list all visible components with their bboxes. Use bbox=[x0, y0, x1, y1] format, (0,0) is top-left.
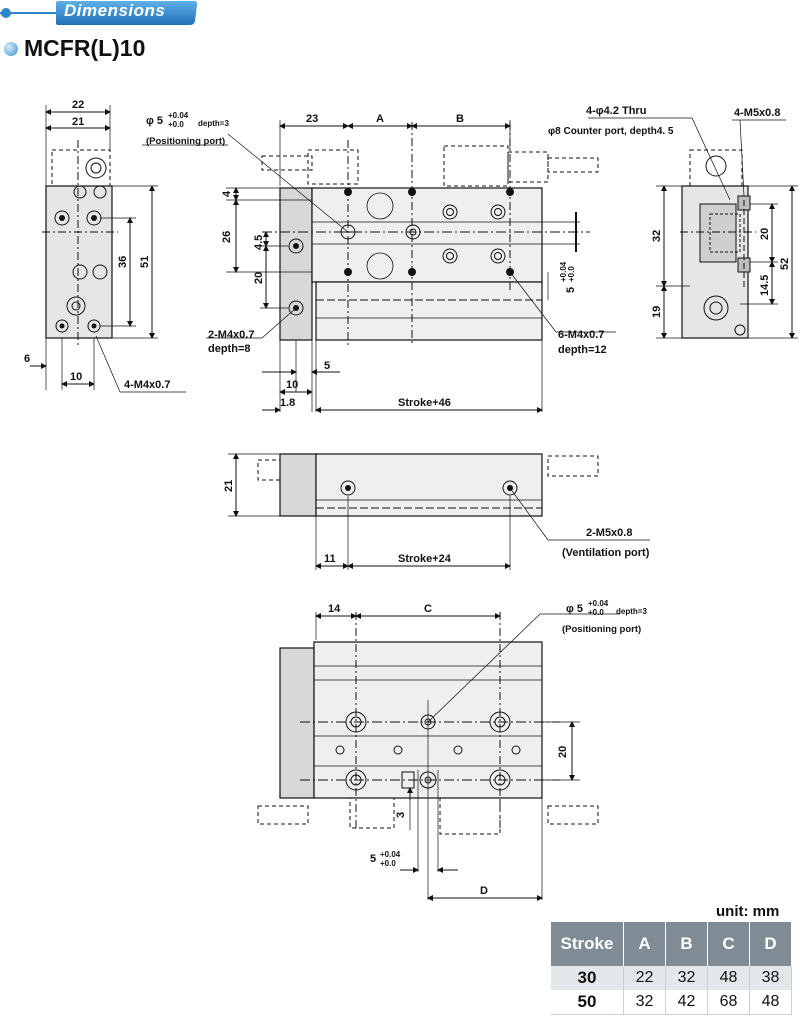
label-2-m4x07: 2-M4x0.7 bbox=[208, 329, 254, 341]
col-d: D bbox=[749, 922, 792, 966]
cell-c: 68 bbox=[707, 990, 750, 1015]
label-6-m4x07: 6-M4x0.7 bbox=[558, 329, 604, 341]
tol-lower-2: +0.0 bbox=[567, 266, 576, 282]
table-row: 30 22 32 48 38 bbox=[551, 966, 792, 990]
tol-lower-4: +0.0 bbox=[588, 608, 604, 617]
dim-52: 52 bbox=[779, 258, 791, 270]
dim-51: 51 bbox=[139, 256, 151, 268]
dimension-drawing: 22 21 36 51 6 10 4-M4x0.7 bbox=[24, 99, 798, 901]
dim-14.5: 14.5 bbox=[759, 275, 771, 296]
dim-6: 6 bbox=[24, 353, 30, 365]
bottom-view: 14 C 20 3 5 +0.04 +0.0 D φ 5 +0.04 +0.0 … bbox=[257, 599, 647, 901]
dim-21-side: 21 bbox=[223, 480, 235, 492]
dim-32: 32 bbox=[651, 230, 663, 242]
dim-5-tol: 5 bbox=[565, 287, 577, 293]
left-end-view: 22 21 36 51 6 10 4-M4x0.7 bbox=[24, 99, 186, 393]
dim-3: 3 bbox=[395, 812, 407, 818]
tol-upper-3: +0.04 bbox=[380, 850, 401, 859]
depth3-label-2: depth=3 bbox=[616, 607, 647, 616]
thru-label: 4-φ4.2 Thru bbox=[586, 105, 646, 117]
dim-1.8: 1.8 bbox=[280, 397, 295, 409]
dim-D: D bbox=[480, 885, 488, 897]
tol-upper-2: +0.04 bbox=[559, 261, 568, 282]
cell-stroke: 30 bbox=[551, 966, 624, 990]
dimension-table: Stroke A B C D 30 22 32 48 38 50 32 42 6… bbox=[551, 922, 792, 1015]
ventilation-port-label: (Ventilation port) bbox=[562, 547, 650, 559]
dim-23: 23 bbox=[306, 113, 318, 125]
dim-A: A bbox=[376, 113, 384, 125]
dim-19: 19 bbox=[651, 306, 663, 318]
positioning-port-label: (Positioning port) bbox=[146, 136, 225, 147]
tol-upper: +0.04 bbox=[168, 111, 189, 120]
dim-5: 5 bbox=[324, 360, 330, 372]
cell-a: 22 bbox=[623, 966, 666, 990]
col-stroke: Stroke bbox=[551, 922, 624, 966]
phi5-label-2: φ 5 bbox=[566, 603, 583, 615]
label-4-m4x07: 4-M4x0.7 bbox=[124, 379, 170, 391]
col-c: C bbox=[707, 922, 750, 966]
model-bullet-icon bbox=[4, 42, 18, 56]
tol-lower-3: +0.0 bbox=[380, 859, 396, 868]
cell-d: 38 bbox=[749, 966, 792, 990]
right-end-view: 4-φ4.2 Thru φ8 Counter port, depth4. 5 4… bbox=[548, 105, 798, 339]
depth3-label: depth=3 bbox=[198, 119, 229, 128]
table-row: 50 32 42 68 48 bbox=[551, 990, 792, 1015]
dim-11: 11 bbox=[324, 553, 336, 565]
cell-c: 48 bbox=[707, 966, 750, 990]
phi5-label: φ 5 bbox=[146, 115, 163, 127]
section-banner bbox=[0, 1, 198, 25]
label-4-m5x08: 4-M5x0.8 bbox=[734, 107, 780, 119]
label-2-m5x08: 2-M5x0.8 bbox=[586, 527, 632, 539]
counter-port-label: φ8 Counter port, depth4. 5 bbox=[548, 126, 674, 137]
stroke-24: Stroke+24 bbox=[398, 553, 452, 565]
dim-20-bottom: 20 bbox=[557, 746, 569, 758]
dim-5-bottom: 5 bbox=[370, 853, 376, 865]
dim-10b: 10 bbox=[286, 379, 298, 391]
tol-upper-4: +0.04 bbox=[588, 599, 609, 608]
dim-10: 10 bbox=[70, 371, 82, 383]
stroke-46: Stroke+46 bbox=[398, 397, 451, 409]
dim-36: 36 bbox=[117, 256, 129, 268]
dim-20-right: 20 bbox=[759, 228, 771, 240]
cell-b: 32 bbox=[665, 966, 708, 990]
dim-20: 20 bbox=[253, 272, 265, 284]
depth12-label: depth=12 bbox=[558, 344, 607, 356]
table-header-row: Stroke A B C D bbox=[551, 922, 792, 966]
dim-4: 4 bbox=[221, 190, 233, 197]
cell-stroke: 50 bbox=[551, 990, 624, 1015]
unit-label: unit: mm bbox=[716, 903, 780, 920]
dim-14: 14 bbox=[328, 603, 341, 615]
dim-22: 22 bbox=[72, 99, 84, 111]
cell-b: 42 bbox=[665, 990, 708, 1015]
dim-B: B bbox=[456, 113, 464, 125]
col-a: A bbox=[623, 922, 666, 966]
section-title: Dimensions bbox=[64, 1, 166, 20]
col-b: B bbox=[665, 922, 708, 966]
dim-4.5: 4.5 bbox=[253, 235, 265, 250]
model-title: MCFR(L)10 bbox=[24, 35, 146, 61]
dim-21: 21 bbox=[72, 116, 84, 128]
tol-lower: +0.0 bbox=[168, 120, 184, 129]
top-main-view: φ 5 +0.04 +0.0 depth=3 (Positioning port… bbox=[142, 111, 616, 413]
positioning-port-label-2: (Positioning port) bbox=[562, 624, 641, 635]
dim-26: 26 bbox=[221, 231, 233, 243]
middle-side-view: 21 2-M5x0.8 (Ventilation port) 11 Stroke… bbox=[223, 453, 650, 570]
cell-a: 32 bbox=[623, 990, 666, 1015]
depth8-label: depth=8 bbox=[208, 343, 250, 355]
dim-C: C bbox=[424, 603, 432, 615]
cell-d: 48 bbox=[749, 990, 792, 1015]
